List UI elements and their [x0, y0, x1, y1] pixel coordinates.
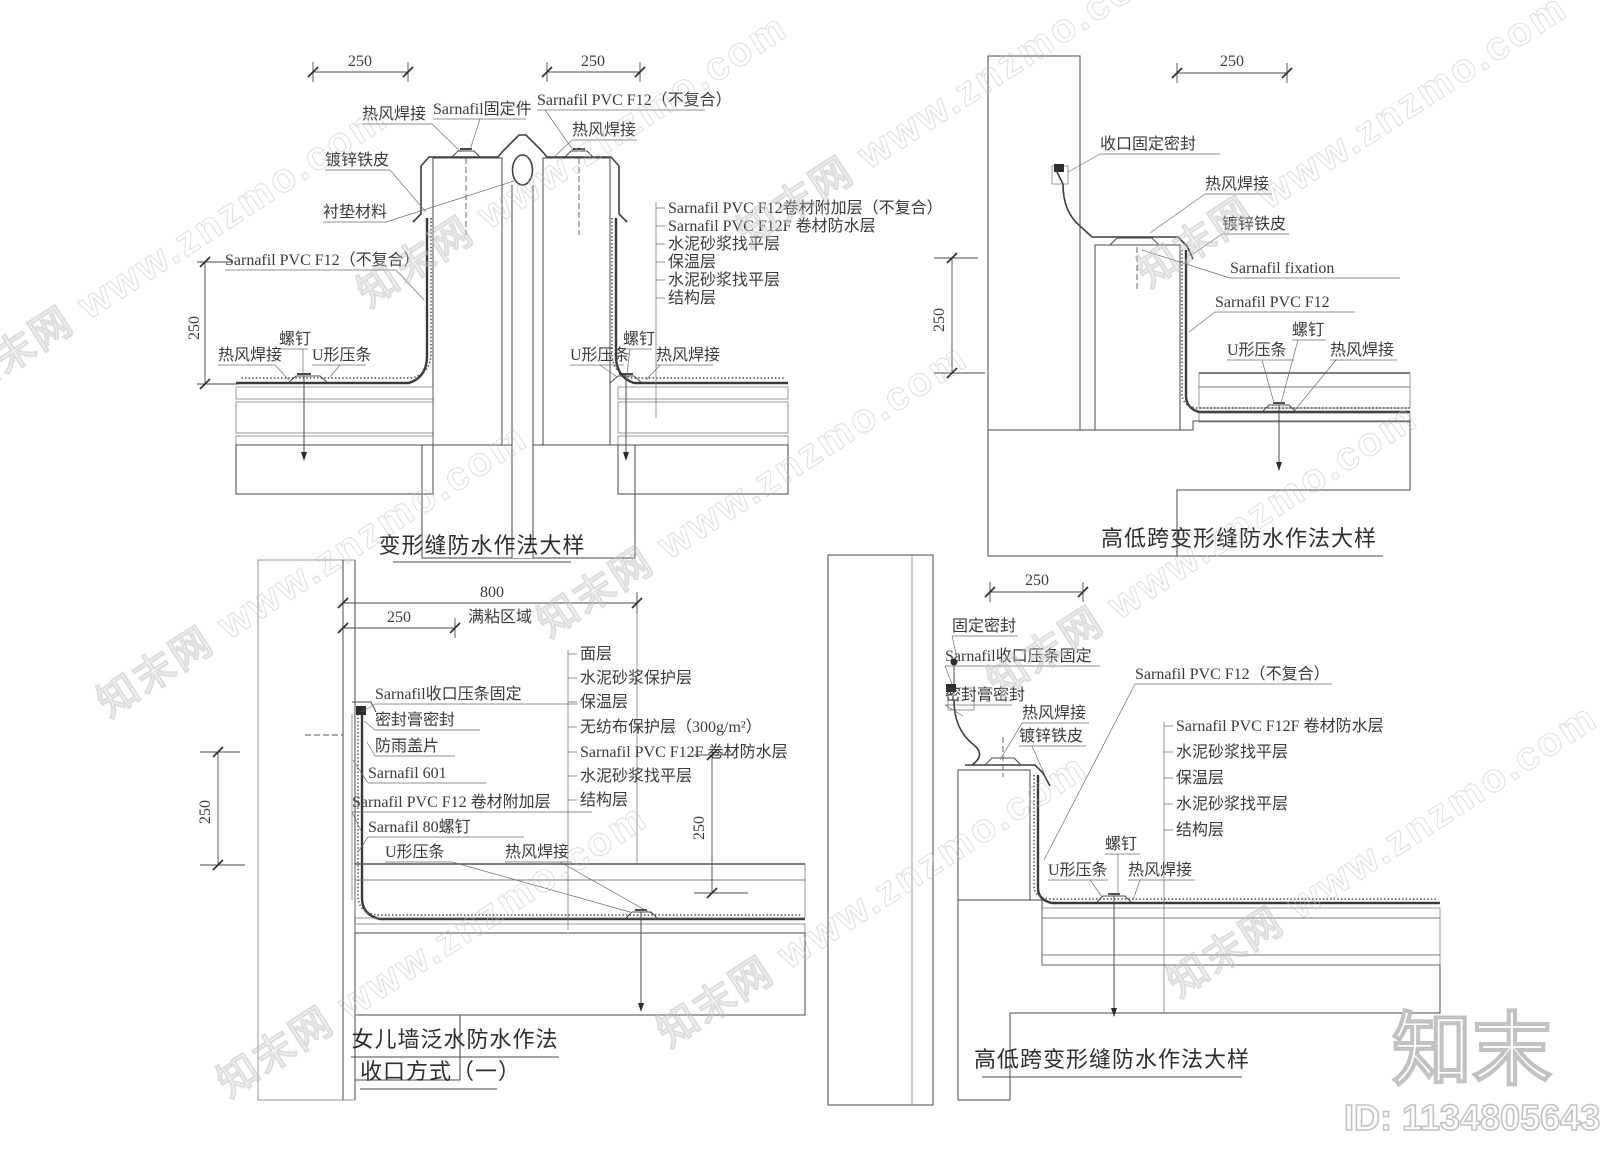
panel-b-structure: [987, 55, 1411, 557]
dim-250-left: 250: [931, 308, 948, 332]
detail-panel-high-low-joint-bottom: 250 250 固定密封 Sarnafil收口压条固定 密封膏密封 热风焊接 镀…: [691, 554, 1441, 1106]
dim-250-top-left: 250: [348, 53, 372, 70]
layer-item: Sarnafil PVC F12F 卷材防水层: [668, 217, 876, 235]
label-ubar: U形压条: [1227, 341, 1287, 359]
dim-250-left: 250: [186, 316, 203, 340]
membrane-left: [236, 218, 429, 385]
label-screw: 螺钉: [1105, 835, 1137, 853]
panel-c-title-line1: 女儿墙泛水防水作法: [351, 1027, 558, 1052]
label-fix-seal: 固定密封: [952, 617, 1016, 635]
dim-250-top: 250: [387, 609, 411, 626]
layer-item: 结构层: [1176, 821, 1224, 839]
label-weld-bottom: 热风焊接: [1330, 341, 1394, 359]
label-cushion-material: 衬垫材料: [323, 203, 387, 221]
panel-c-annotations: Sarnafil收口压条固定 密封膏密封 防雨盖片 Sarnafil 601 S…: [351, 646, 788, 930]
label-sealant: 密封膏密封: [375, 710, 455, 729]
label-weld-top: 热风焊接: [1022, 704, 1086, 722]
backing-rod: [511, 154, 534, 186]
label-weld-top-left: 热风焊接: [362, 105, 426, 123]
label-add-layer: Sarnafil PVC F12 卷材附加层: [352, 793, 551, 811]
label-weld-right: 热风焊接: [656, 346, 720, 364]
label-galvanized-sheet: 镀锌铁皮: [1019, 727, 1083, 745]
panel-d-title: 高低跨变形缝防水作法大样: [974, 1047, 1250, 1072]
label-weld-bottom: 热风焊接: [1128, 861, 1192, 879]
layer-item: 保温层: [668, 253, 716, 271]
label-weld: 热风焊接: [505, 843, 569, 861]
layer-item: 水泥砂浆保护层: [580, 669, 692, 687]
label-pvc: Sarnafil PVC F12: [1215, 294, 1330, 311]
detail-panel-deformation-joint: 250 250 250 热风焊接 Sarnafil固定件 Sarnafil PV…: [186, 53, 943, 563]
panel-c-title-line2: 收口方式（一）: [360, 1059, 521, 1084]
label-weld-top: 热风焊接: [1205, 175, 1269, 193]
label-ubar-right: U形压条: [570, 346, 630, 364]
layer-item: 结构层: [580, 791, 628, 809]
label-pvc-top: Sarnafil PVC F12（不复合）: [537, 91, 732, 109]
layer-item: 水泥砂浆找平层: [668, 235, 780, 253]
layer-item: Sarnafil PVC F12F 卷材防水层: [580, 743, 788, 761]
label-ubar: U形压条: [385, 843, 445, 861]
label-strip-fix: Sarnafil收口压条固定: [375, 685, 522, 703]
layer-item: 结构层: [668, 289, 716, 307]
panel-b-dimensions: 250 250: [931, 53, 1293, 379]
panel-a-annotations: 热风焊接 Sarnafil固定件 Sarnafil PVC F12（不复合） 热…: [218, 91, 943, 418]
layer-item: 水泥砂浆找平层: [1176, 743, 1288, 761]
dim-250-top-right: 250: [581, 53, 605, 70]
dim-250-top: 250: [1025, 572, 1049, 589]
label-strip-fix: Sarnafil收口压条固定: [945, 647, 1092, 665]
panel-a-title: 变形缝防水作法大样: [378, 533, 585, 558]
layer-item: Sarnafil PVC F12F 卷材防水层: [1176, 717, 1384, 735]
layer-item: 无纺布保护层（300g/m²）: [580, 718, 762, 736]
panel-d-dimensions: 250 250: [691, 572, 1089, 899]
label-fixation: Sarnafil fixation: [1230, 260, 1334, 277]
layer-item: 水泥砂浆找平层: [580, 767, 692, 785]
layer-item: 水泥砂浆找平层: [1176, 795, 1288, 813]
detail-panel-high-low-joint-top: 250 250 收口固定密封 热风焊接 镀锌铁皮 Sarnafil fixati…: [931, 53, 1411, 557]
label-sealant: 密封膏密封: [945, 685, 1025, 704]
panel-d-structure: [827, 554, 1441, 1106]
label-seal-fix: 收口固定密封: [1100, 135, 1196, 153]
label-rain-cover: 防雨盖片: [375, 737, 439, 755]
metal-flashing: [1055, 169, 1194, 260]
detail-panel-parapet-flashing: 800 满粘区域 250 250 Sarnafil收口压条固定 密封膏密封 防雨…: [197, 559, 806, 1101]
label-screw-right: 螺钉: [623, 330, 655, 348]
label-pvc-left: Sarnafil PVC F12（不复合）: [225, 251, 420, 269]
membrane: [360, 714, 805, 921]
layer-item: 面层: [580, 646, 612, 663]
layer-item: 水泥砂浆找平层: [668, 271, 780, 289]
label-full-bond-zone: 满粘区域: [468, 608, 532, 626]
label-sarnafil-601: Sarnafil 601: [368, 765, 447, 782]
label-galvanized-sheet: 镀锌铁皮: [1222, 215, 1286, 233]
label-screw-left: 螺钉: [279, 330, 311, 348]
label-ubar: U形压条: [1048, 861, 1108, 879]
layer-item: Sarnafil PVC F12卷材附加层（不复合）: [668, 199, 943, 217]
dim-250-left: 250: [691, 816, 708, 840]
panel-c-structure: [257, 559, 806, 1101]
dim-800: 800: [480, 584, 504, 601]
metal-cap-flashing: [412, 134, 628, 223]
label-weld-left: 热风焊接: [218, 346, 282, 364]
panel-c-dimensions: 800 满粘区域 250 250: [197, 584, 643, 871]
label-screw: 螺钉: [1292, 321, 1324, 339]
membrane: [1036, 775, 1440, 905]
panel-a-structure: [235, 134, 789, 559]
panel-a-dimensions: 250 250 250: [186, 53, 646, 390]
label-fixture: Sarnafil固定件: [433, 100, 532, 118]
panel-b-annotations: 收口固定密封 热风焊接 镀锌铁皮 Sarnafil fixation Sarna…: [1067, 135, 1400, 411]
label-weld-top-right: 热风焊接: [572, 121, 636, 139]
layer-item: 保温层: [580, 693, 628, 711]
label-galvanized-sheet: 镀锌铁皮: [325, 151, 389, 169]
label-ubar-left: U形压条: [312, 346, 372, 364]
panel-b-title: 高低跨变形缝防水作法大样: [1101, 526, 1377, 551]
layer-item: 保温层: [1176, 769, 1224, 787]
panel-d-annotations: 固定密封 Sarnafil收口压条固定 密封膏密封 热风焊接 镀锌铁皮 Sarn…: [944, 617, 1384, 1013]
dim-250-left: 250: [197, 800, 214, 824]
dim-250-top: 250: [1220, 53, 1244, 70]
label-pvc: Sarnafil PVC F12（不复合）: [1135, 665, 1330, 683]
label-screw-80: Sarnafil 80螺钉: [368, 818, 471, 836]
